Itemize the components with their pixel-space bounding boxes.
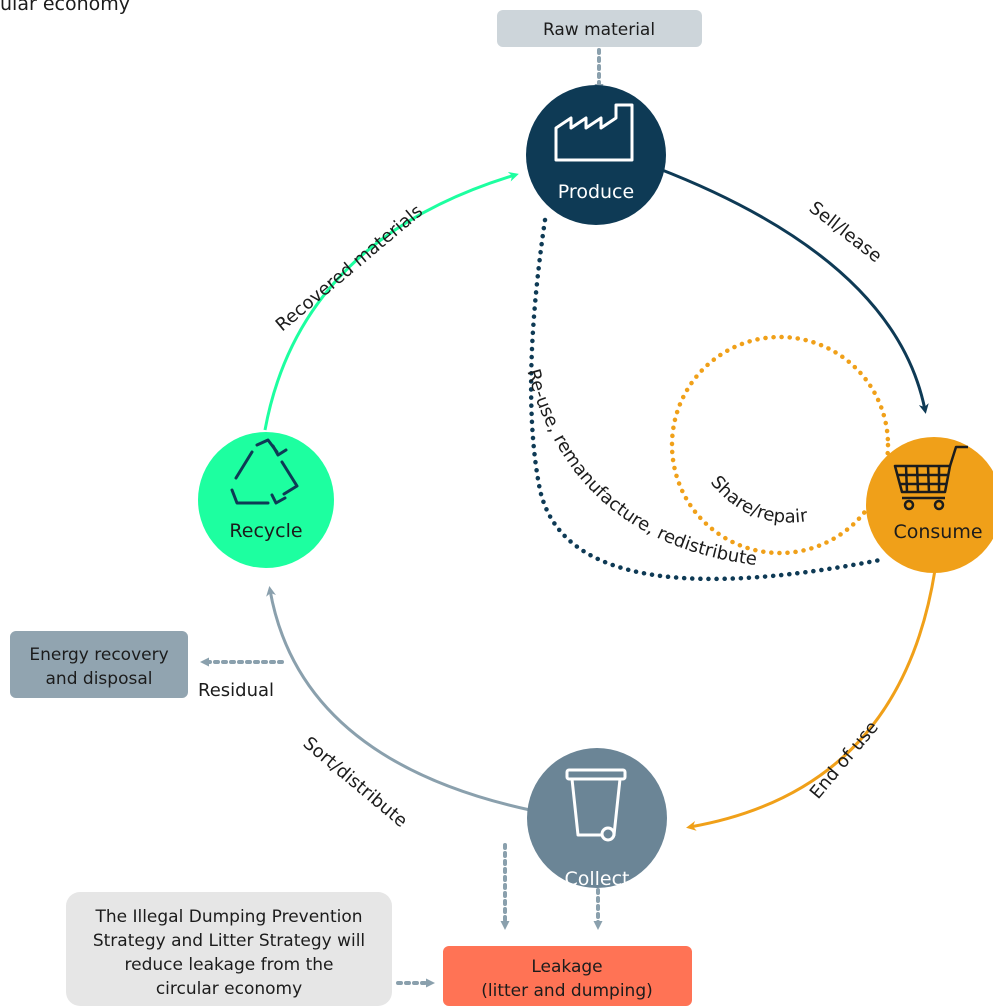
sort-distribute-arrow: [266, 586, 531, 812]
energy-recovery-line2: and disposal: [46, 669, 153, 689]
title-fragment: ular economy: [0, 0, 130, 15]
recovered-materials-arrow: [263, 171, 519, 431]
recovered-materials-label: Recovered materials: [272, 201, 427, 336]
reuse-loop: [528, 217, 883, 582]
sell-lease-arrow: [656, 166, 929, 414]
recycle-node: [198, 432, 334, 568]
residual-label: Residual: [198, 680, 274, 701]
consume-label: Consume: [893, 521, 982, 543]
sell-lease-label: Sell/lease: [805, 197, 886, 267]
strategy-line3: reduce leakage from the: [125, 955, 334, 975]
energy-recovery-box: [10, 631, 188, 698]
consume-node: [866, 437, 993, 573]
factory-icon: [554, 103, 634, 162]
share-repair-label: Share/repair: [706, 472, 809, 528]
produce-node: [526, 85, 666, 225]
produce-label: Produce: [558, 181, 634, 203]
end-of-use-label: End of use: [806, 717, 883, 803]
strategy-line2: Strategy and Litter Strategy will: [93, 931, 365, 951]
leakage-box: [443, 946, 692, 1006]
leakage-line2: (litter and dumping): [481, 981, 653, 1001]
strategy-line1: The Illegal Dumping Prevention: [94, 907, 362, 927]
recycle-icon: [230, 438, 299, 505]
strategy-box: [66, 892, 392, 1006]
leakage-line1: Leakage: [531, 957, 602, 977]
recycle-label: Recycle: [229, 520, 302, 542]
sort-distribute-label: Sort/distribute: [299, 733, 411, 832]
bin-icon: [565, 768, 627, 842]
share-repair-loop: [669, 334, 891, 556]
energy-recovery-line1: Energy recovery: [29, 645, 168, 665]
reuse-label: Re-use, remanufacture, redistribute: [522, 367, 758, 570]
raw-material-box: [497, 10, 702, 47]
strategy-line4: circular economy: [156, 979, 302, 999]
collect-node: [527, 748, 667, 888]
shopping-cart-icon: [893, 445, 968, 511]
end-of-use-arrow: [686, 569, 937, 831]
collect-label: Collect: [564, 868, 629, 890]
raw-material-label: Raw material: [543, 20, 655, 40]
